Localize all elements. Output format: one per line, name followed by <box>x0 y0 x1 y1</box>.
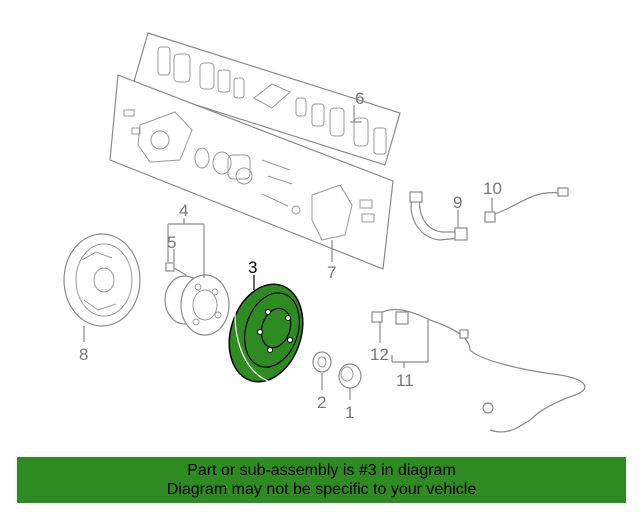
callout-12: 12 <box>370 345 389 364</box>
abs-harness <box>377 308 586 433</box>
callout-8: 8 <box>79 345 88 364</box>
hub-bolt <box>165 262 187 276</box>
callout-6: 6 <box>355 89 364 108</box>
hub-nut <box>312 351 332 373</box>
parts-diagram: 6 7 4 5 3 8 2 1 9 10 12 11 <box>63 32 586 433</box>
callout-4: 4 <box>179 201 188 220</box>
callout-2: 2 <box>317 393 326 412</box>
caliper-assembly-panel <box>109 74 394 270</box>
abs-sensor-wire-upper <box>484 187 569 223</box>
backing-plate <box>63 233 141 327</box>
callout-1: 1 <box>345 403 354 422</box>
hub-cap <box>338 363 362 389</box>
banner-line-1: Part or sub-assembly is #3 in diagram <box>187 462 456 479</box>
callout-3-highlighted: 3 <box>248 258 257 277</box>
leader-lines <box>83 105 493 400</box>
hub-assembly <box>164 274 230 336</box>
clip <box>371 311 383 323</box>
callout-10: 10 <box>483 179 502 198</box>
callout-5: 5 <box>167 233 176 252</box>
brake-hose <box>409 191 468 241</box>
banner-line-2: Diagram may not be specific to your vehi… <box>166 481 477 498</box>
callout-11: 11 <box>396 371 414 390</box>
callout-9: 9 <box>453 193 462 212</box>
info-banner: Part or sub-assembly is #3 in diagram Di… <box>17 457 626 503</box>
brake-rotor-highlighted <box>228 283 304 383</box>
callout-labels: 6 7 4 5 3 8 2 1 9 10 12 11 <box>79 89 502 422</box>
callout-7: 7 <box>327 263 336 282</box>
brake-pad-kit-panel <box>132 32 401 166</box>
